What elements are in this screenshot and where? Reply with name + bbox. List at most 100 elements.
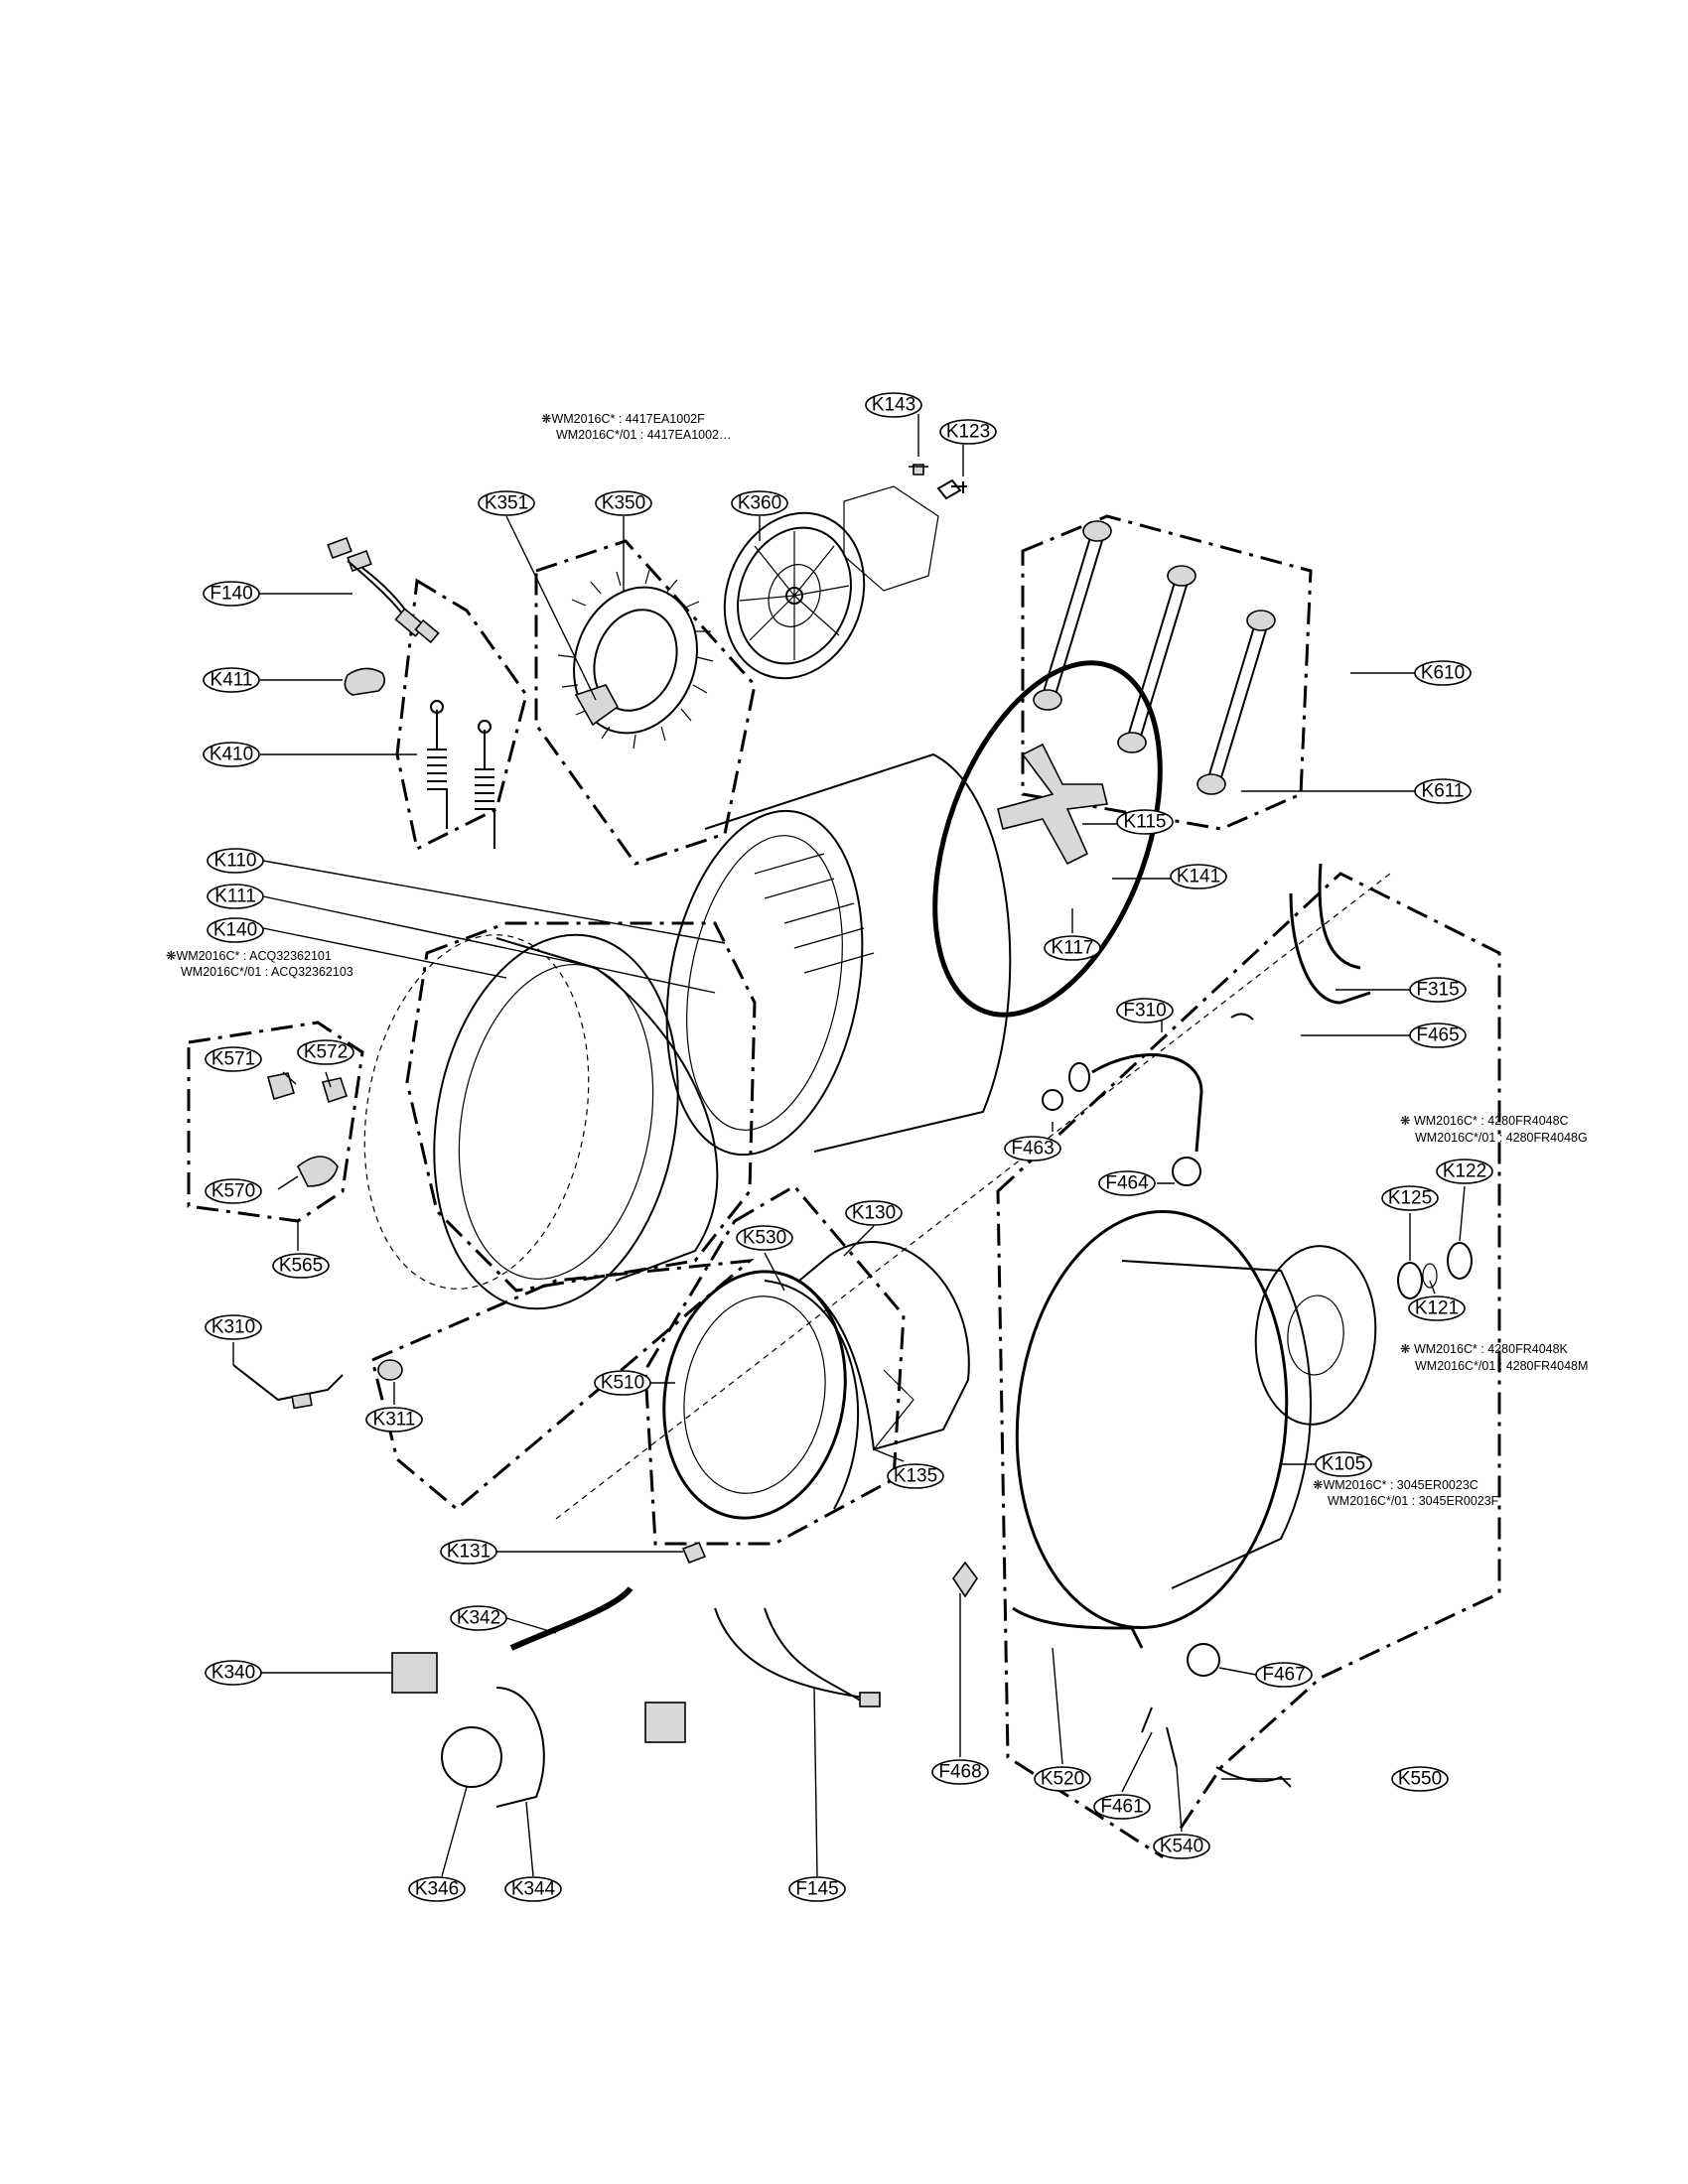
svg-text:K360: K360 xyxy=(738,493,781,514)
svg-text:K510: K510 xyxy=(601,1373,644,1394)
svg-text:K131: K131 xyxy=(447,1542,491,1563)
svg-text:K141: K141 xyxy=(1177,867,1220,887)
svg-text:K344: K344 xyxy=(511,1879,556,1900)
svg-text:F467: F467 xyxy=(1262,1665,1305,1686)
svg-text:K110: K110 xyxy=(214,851,257,872)
clip-k411 xyxy=(344,667,386,696)
filter-cap-k346 xyxy=(441,1726,502,1788)
label-F465: F465 xyxy=(1409,1023,1467,1048)
sensor-k351 xyxy=(574,684,620,727)
label-K550: K550 xyxy=(1391,1766,1449,1792)
clamp-f464 xyxy=(1172,1157,1201,1186)
grommet-k311 xyxy=(377,1359,403,1381)
bolt-cover-k143 xyxy=(843,485,939,592)
label-K130: K130 xyxy=(845,1200,903,1226)
label-K131: K131 xyxy=(440,1539,497,1565)
callout-labels: K143 K123 K351 K350 K360 F140 K411 K410 … xyxy=(203,392,1493,1902)
sensor-k310 xyxy=(232,1364,344,1402)
plate-k135 xyxy=(873,1369,914,1450)
svg-text:F145: F145 xyxy=(795,1879,838,1900)
label-F463: F463 xyxy=(1004,1136,1061,1161)
parts xyxy=(232,464,1473,1808)
cover-k130 xyxy=(797,1241,970,1451)
bearing-k122 xyxy=(1447,1242,1473,1280)
svg-text:K611: K611 xyxy=(1422,781,1465,802)
label-K360: K360 xyxy=(731,490,788,516)
parts-f461-k540 xyxy=(1141,1706,1178,1768)
label-K611: K611 xyxy=(1414,778,1472,804)
label-K111: K111 xyxy=(207,884,264,909)
label-K346: K346 xyxy=(408,1876,466,1902)
note-k105-line2: WM2016C*/01 : 3045ER0023F xyxy=(1328,1494,1499,1508)
label-K340: K340 xyxy=(205,1660,262,1686)
svg-text:F463: F463 xyxy=(1011,1139,1054,1160)
svg-text:K130: K130 xyxy=(852,1203,896,1224)
svg-text:K520: K520 xyxy=(1041,1769,1084,1790)
label-K520: K520 xyxy=(1034,1766,1091,1792)
svg-text:F468: F468 xyxy=(938,1762,981,1783)
label-K105: K105 xyxy=(1315,1451,1372,1477)
svg-text:K123: K123 xyxy=(946,422,990,443)
svg-text:F140: F140 xyxy=(210,584,252,605)
svg-text:F465: F465 xyxy=(1416,1025,1459,1046)
label-K140: K140 xyxy=(207,917,264,943)
svg-text:K346: K346 xyxy=(415,1879,459,1900)
svg-text:K550: K550 xyxy=(1398,1769,1442,1790)
note-k122-line2: WM2016C*/01 : 4280FR4048G xyxy=(1415,1131,1588,1145)
hose-f315 xyxy=(1289,863,1371,1005)
svg-text:K540: K540 xyxy=(1160,1837,1203,1857)
note-k122-line1: ❋ WM2016C* : 4280FR4048C xyxy=(1400,1114,1569,1128)
label-K565: K565 xyxy=(272,1253,330,1279)
outline-damper-group xyxy=(1021,514,1313,831)
part-k570 xyxy=(296,1156,339,1187)
label-K572: K572 xyxy=(297,1039,354,1065)
svg-text:F461: F461 xyxy=(1100,1797,1143,1818)
label-K411: K411 xyxy=(203,667,260,693)
label-K125: K125 xyxy=(1381,1185,1439,1211)
assembly-outlines xyxy=(187,514,1501,1859)
label-K540: K540 xyxy=(1153,1834,1210,1859)
leader-lines xyxy=(232,414,1466,1877)
svg-text:K571: K571 xyxy=(211,1049,255,1070)
rear-tub-k105 xyxy=(1015,1209,1377,1630)
dampers-k610 xyxy=(1033,520,1276,795)
outline-gasket-kit xyxy=(187,1021,364,1223)
svg-text:F310: F310 xyxy=(1123,1001,1166,1022)
note-k350-line1: ❋WM2016C* : 4417EA1002F xyxy=(541,412,705,426)
svg-text:K310: K310 xyxy=(211,1317,255,1338)
svg-text:K350: K350 xyxy=(602,493,645,514)
drain-pump xyxy=(391,1586,686,1808)
note-k121-line2: WM2016C*/01 : 4280FR4048M xyxy=(1415,1359,1588,1373)
part-number-notes: ❋WM2016C* : 4417EA1002F WM2016C*/01 : 44… xyxy=(166,412,1588,1508)
label-K610: K610 xyxy=(1414,660,1472,686)
label-K135: K135 xyxy=(887,1463,944,1489)
gasket-ring-k141 xyxy=(932,660,1163,1018)
outline-motor-group xyxy=(534,539,757,866)
label-K123: K123 xyxy=(939,419,997,445)
label-K410: K410 xyxy=(203,742,260,767)
part-f468 xyxy=(952,1561,978,1598)
label-K570: K570 xyxy=(205,1178,262,1204)
bolt-k143 xyxy=(909,464,928,476)
svg-text:K121: K121 xyxy=(1415,1298,1459,1319)
note-k121-line1: ❋ WM2016C* : 4280FR4048K xyxy=(1400,1342,1569,1356)
label-F461: F461 xyxy=(1093,1794,1151,1820)
label-K344: K344 xyxy=(504,1876,562,1902)
part-k571 xyxy=(267,1072,295,1101)
svg-text:F315: F315 xyxy=(1416,980,1459,1001)
bolt-k123 xyxy=(936,478,967,500)
seal-k121 xyxy=(1422,1263,1438,1289)
clamp-f467 xyxy=(1187,1643,1220,1677)
svg-text:K143: K143 xyxy=(872,395,915,416)
svg-text:K610: K610 xyxy=(1421,663,1465,684)
hose-k520 xyxy=(1012,1606,1144,1649)
note-k140-line2: WM2016C*/01 : ACQ32362103 xyxy=(181,965,353,979)
label-F467: F467 xyxy=(1255,1662,1313,1688)
svg-text:K530: K530 xyxy=(743,1228,786,1249)
label-F310: F310 xyxy=(1116,998,1174,1024)
label-K342: K342 xyxy=(450,1605,507,1631)
svg-text:K115: K115 xyxy=(1124,812,1167,833)
svg-text:K410: K410 xyxy=(210,745,253,765)
wire-harness-f140 xyxy=(327,536,440,644)
clamp-f463 xyxy=(1042,1089,1063,1111)
